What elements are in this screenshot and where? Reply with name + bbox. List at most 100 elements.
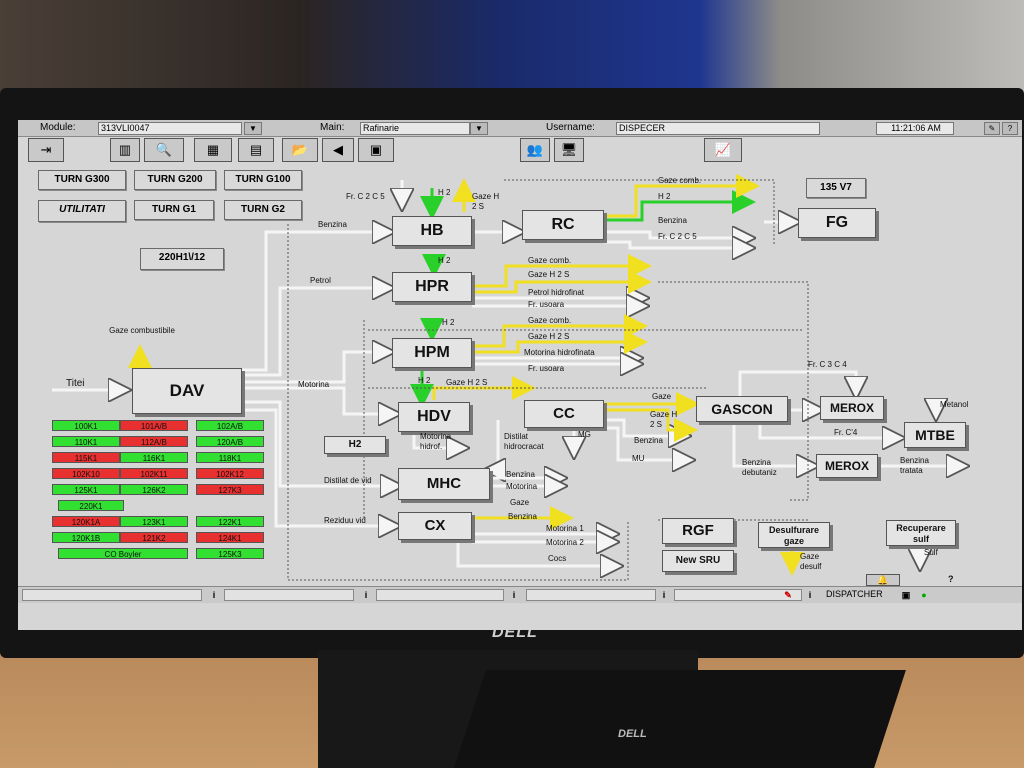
- grid-icon[interactable]: ▦: [194, 138, 232, 162]
- status-tag[interactable]: 126K2: [120, 484, 188, 495]
- turn-g200-button[interactable]: TURN G200: [134, 170, 216, 190]
- display-icon[interactable]: ▤: [238, 138, 274, 162]
- status-tag[interactable]: 116K1: [120, 452, 188, 463]
- status-tag[interactable]: 121K2: [120, 532, 188, 543]
- status-tag[interactable]: 120K1A: [52, 516, 120, 527]
- module-label: Module:: [40, 122, 76, 133]
- unit-dav[interactable]: DAV: [132, 368, 242, 414]
- columns-icon[interactable]: ▥: [110, 138, 140, 162]
- unit-hpm[interactable]: HPM: [392, 338, 472, 368]
- unit-135-button[interactable]: 135 V7: [806, 178, 866, 198]
- label-benzina-debutaniz: Benzina debutaniz: [742, 458, 777, 477]
- turn-g300-button[interactable]: TURN G300: [38, 170, 126, 190]
- module-field[interactable]: 313VLI0047: [98, 122, 242, 135]
- unit-recuperare-sulf[interactable]: Recuperare sulf: [886, 520, 956, 546]
- label-rc-benzina: Benzina: [658, 216, 687, 225]
- unit-rgf[interactable]: RGF: [662, 518, 734, 544]
- turn-g100-button[interactable]: TURN G100: [224, 170, 302, 190]
- users-icon[interactable]: 👥: [520, 138, 550, 162]
- unit-220-button[interactable]: 220H1\/12: [140, 248, 224, 270]
- status-tag[interactable]: 125K1: [52, 484, 120, 495]
- trend-chart-icon[interactable]: 📈: [704, 138, 742, 162]
- status-tag[interactable]: CO Boyler: [58, 548, 188, 559]
- info-icon-2[interactable]: i: [364, 590, 368, 600]
- help-icon[interactable]: ?: [948, 574, 954, 584]
- display-small-icon[interactable]: ▣: [901, 590, 911, 600]
- label-gascon-frc4: Fr. C'4: [834, 428, 858, 437]
- status-tag[interactable]: 122K1: [196, 516, 264, 527]
- label-hdv-h2: H 2: [418, 376, 431, 385]
- status-field-1: [22, 589, 202, 601]
- monitor-icon[interactable]: 🖥: [554, 138, 584, 162]
- label-hb-gaze-h2s: Gaze H 2 S: [472, 192, 500, 211]
- unit-hb[interactable]: HB: [392, 216, 472, 246]
- status-tag[interactable]: 115K1: [52, 452, 120, 463]
- label-motorina: Motorina: [298, 380, 330, 389]
- turn-g1-button[interactable]: TURN G1: [134, 200, 214, 220]
- status-tag[interactable]: 123K1: [120, 516, 188, 527]
- main-field[interactable]: Rafinarie: [360, 122, 470, 135]
- window-icon[interactable]: ▣: [358, 138, 394, 162]
- alarm-icon[interactable]: 🔔: [866, 574, 900, 586]
- unit-mhc[interactable]: MHC: [398, 468, 490, 500]
- unit-desulfurare[interactable]: Desulfurare gaze: [758, 522, 830, 548]
- status-tag[interactable]: 120A/B: [196, 436, 264, 447]
- exit-icon[interactable]: ⇥: [28, 138, 64, 162]
- label-hb-h2: H 2: [438, 188, 451, 197]
- label-cc-gaze: Gaze: [652, 392, 672, 401]
- unit-hdv[interactable]: HDV: [398, 402, 470, 432]
- back-arrow-icon[interactable]: ◀: [322, 138, 354, 162]
- label-hpm-gaze-h2s: Gaze H 2 S: [528, 332, 570, 341]
- folder-icon[interactable]: 📂: [282, 138, 318, 162]
- module-dropdown-icon[interactable]: ▼: [244, 122, 262, 135]
- edit-icon[interactable]: ✎: [784, 590, 792, 600]
- status-tag[interactable]: 127K3: [196, 484, 264, 495]
- label-cx-cocs: Cocs: [548, 554, 567, 563]
- utilitati-button[interactable]: UTILITATI: [38, 200, 126, 222]
- help-button[interactable]: ?: [1002, 122, 1018, 135]
- status-tag[interactable]: 102A/B: [196, 420, 264, 431]
- label-hpr-h2: H 2: [438, 256, 451, 265]
- status-tag[interactable]: 102K10: [52, 468, 120, 479]
- status-field-2: [224, 589, 354, 601]
- status-tag[interactable]: 124K1: [196, 532, 264, 543]
- status-dots-icon[interactable]: ●: [921, 590, 927, 600]
- status-tag[interactable]: 110K1: [52, 436, 120, 447]
- status-field-4: [526, 589, 656, 601]
- unit-merox-1[interactable]: MEROX: [820, 396, 884, 420]
- unit-hpr[interactable]: HPR: [392, 272, 472, 302]
- unit-fg[interactable]: FG: [798, 208, 876, 238]
- unit-mtbe[interactable]: MTBE: [904, 422, 966, 448]
- username-label: Username:: [546, 122, 595, 133]
- unit-merox-2[interactable]: MEROX: [816, 454, 878, 478]
- turn-g2-button[interactable]: TURN G2: [224, 200, 302, 220]
- label-rc-gaze-comb: Gaze comb.: [658, 176, 702, 185]
- unit-cx[interactable]: CX: [398, 512, 472, 540]
- search-icon[interactable]: 🔍: [144, 138, 184, 162]
- info-icon-5[interactable]: i: [808, 590, 812, 600]
- status-tag[interactable]: 220K1: [58, 500, 124, 511]
- status-tag[interactable]: 102K12: [196, 468, 264, 479]
- label-hdv-motorina-hidrof: Motorina hidrof.: [420, 432, 452, 451]
- label-mhc-benzina: Benzina: [506, 470, 535, 479]
- header-bar: Module: 313VLI0047 ▼ Main: Rafinarie ▼ U…: [18, 120, 1022, 137]
- info-icon-4[interactable]: i: [662, 590, 666, 600]
- status-tag[interactable]: 118K1: [196, 452, 264, 463]
- status-tag[interactable]: 120K1B: [52, 532, 120, 543]
- unit-rc[interactable]: RC: [522, 210, 604, 240]
- status-tag[interactable]: 102K11: [120, 468, 188, 479]
- unit-gascon[interactable]: GASCON: [696, 396, 788, 422]
- flow-diagram: [52, 174, 1022, 581]
- status-tag[interactable]: 101A/B: [120, 420, 188, 431]
- unit-new-sru[interactable]: New SRU: [662, 550, 734, 572]
- main-dropdown-icon[interactable]: ▼: [470, 122, 488, 135]
- status-tag[interactable]: 100K1: [52, 420, 120, 431]
- status-tag[interactable]: 125K3: [196, 548, 264, 559]
- unit-h2[interactable]: H2: [324, 436, 386, 454]
- tool-icon[interactable]: ✎: [984, 122, 1000, 135]
- info-icon-3[interactable]: i: [512, 590, 516, 600]
- status-tag[interactable]: 112A/B: [120, 436, 188, 447]
- info-icon-1[interactable]: i: [212, 590, 216, 600]
- unit-cc[interactable]: CC: [524, 400, 604, 428]
